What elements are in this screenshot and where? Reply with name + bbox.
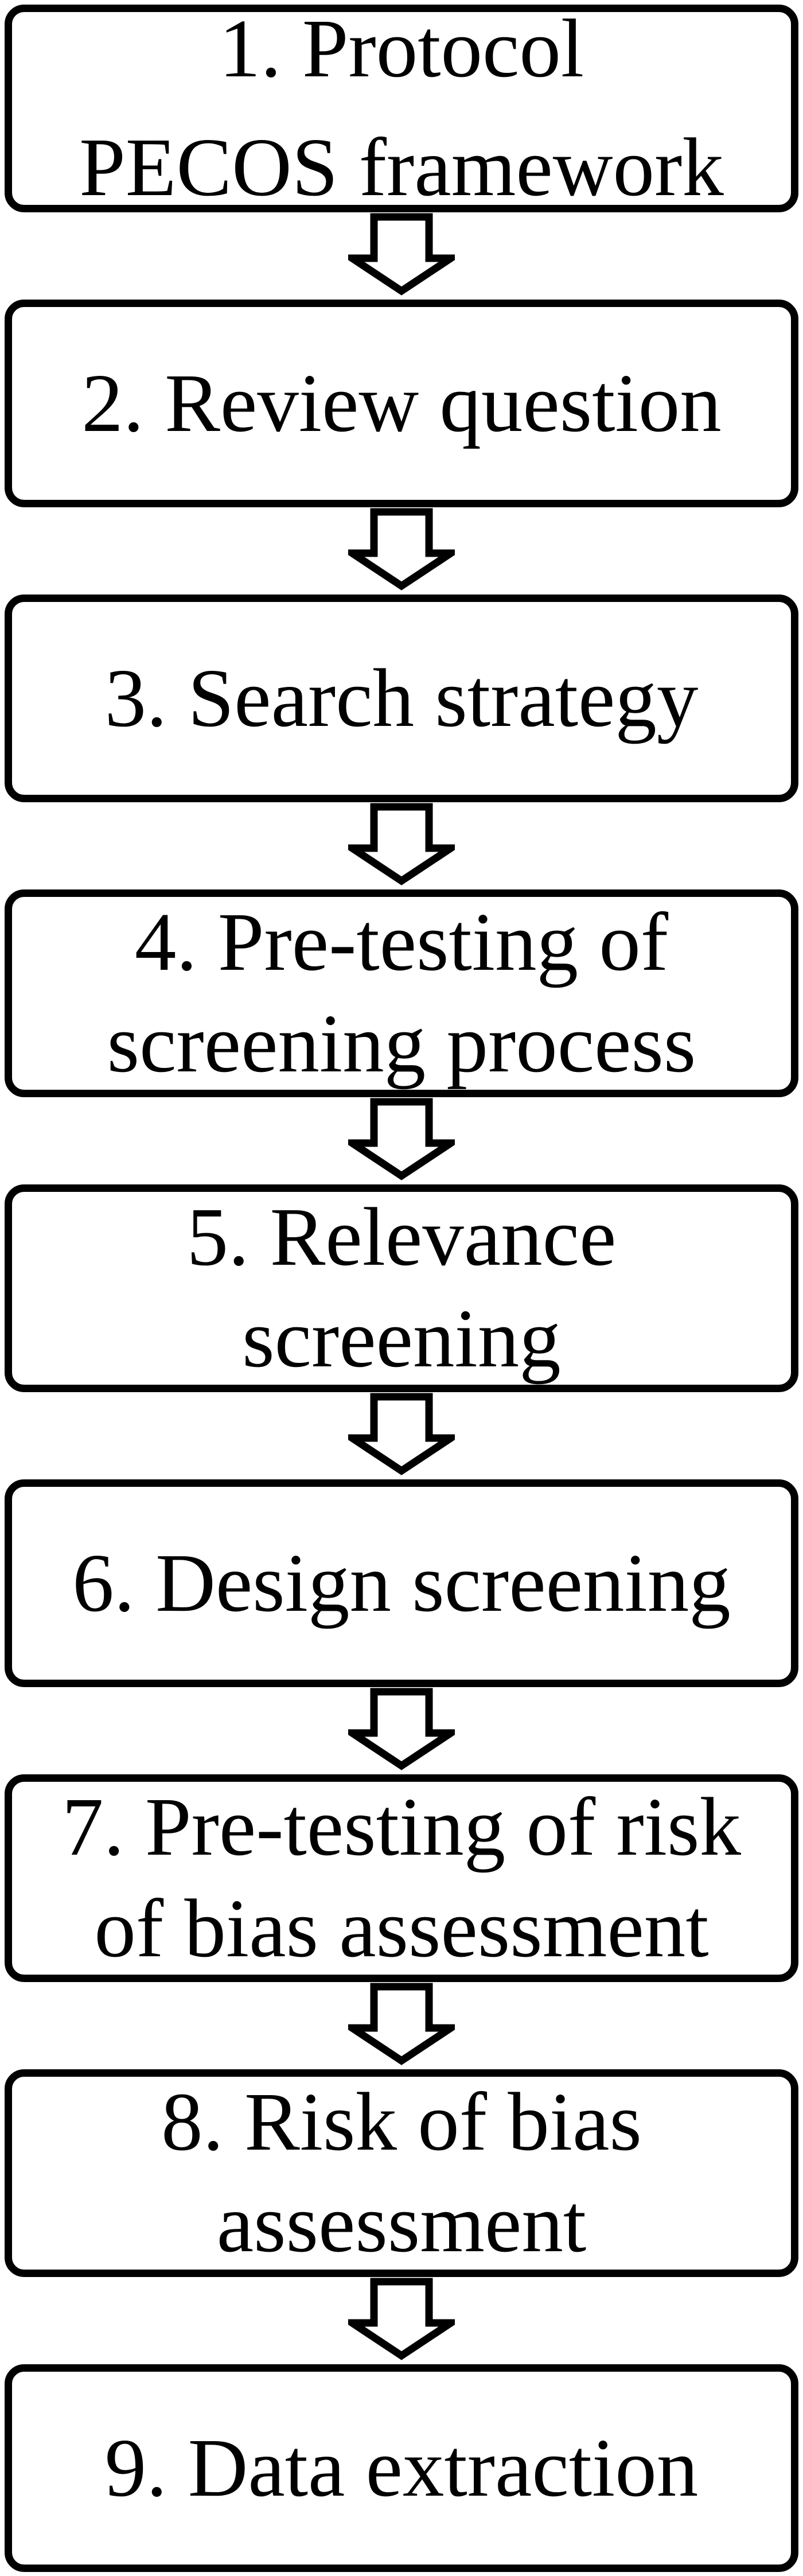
connector-5-to-6 — [0, 1392, 803, 1479]
step-box-2: 2. Review question — [5, 300, 798, 507]
down-block-arrow-icon — [348, 508, 455, 590]
step-5-line-2: screening — [242, 1293, 561, 1385]
step-box-3: 3. Search strategy — [5, 595, 798, 802]
step-9-line-1: 9. Data extraction — [104, 2422, 699, 2514]
step-6-line-1: 6. Design screening — [72, 1537, 731, 1629]
down-block-arrow-icon — [348, 1098, 455, 1180]
connector-6-to-7 — [0, 1687, 803, 1774]
step-4-line-1: 4. Pre-testing of — [134, 896, 669, 989]
connector-2-to-3 — [0, 507, 803, 595]
connector-7-to-8 — [0, 1982, 803, 2069]
down-block-arrow-icon — [348, 1983, 455, 2065]
down-block-arrow-icon — [348, 2278, 455, 2360]
down-block-arrow-icon — [348, 1393, 455, 1475]
connector-3-to-4 — [0, 802, 803, 889]
connector-8-to-9 — [0, 2277, 803, 2364]
step-4-line-2: screening process — [107, 998, 696, 1090]
down-block-arrow-icon — [348, 213, 455, 296]
step-7-line-2: of bias assessment — [94, 1883, 709, 1975]
down-block-arrow-icon — [348, 1688, 455, 1770]
step-8-line-1: 8. Risk of bias — [161, 2076, 642, 2169]
step-8-line-2: assessment — [216, 2178, 587, 2270]
step-2-line-1: 2. Review question — [81, 357, 722, 449]
step-1-line-2: PECOS framework — [79, 122, 724, 213]
step-7-line-1: 7. Pre-testing of risk — [61, 1781, 741, 1874]
connector-1-to-2 — [0, 212, 803, 300]
step-1-line-1: 1. Protocol — [219, 3, 584, 95]
step-box-9: 9. Data extraction — [5, 2364, 798, 2572]
step-box-6: 6. Design screening — [5, 1479, 798, 1687]
step-5-line-1: 5. Relevance — [186, 1191, 617, 1284]
step-3-line-1: 3. Search strategy — [104, 652, 699, 744]
down-block-arrow-icon — [348, 803, 455, 885]
connector-4-to-5 — [0, 1097, 803, 1184]
